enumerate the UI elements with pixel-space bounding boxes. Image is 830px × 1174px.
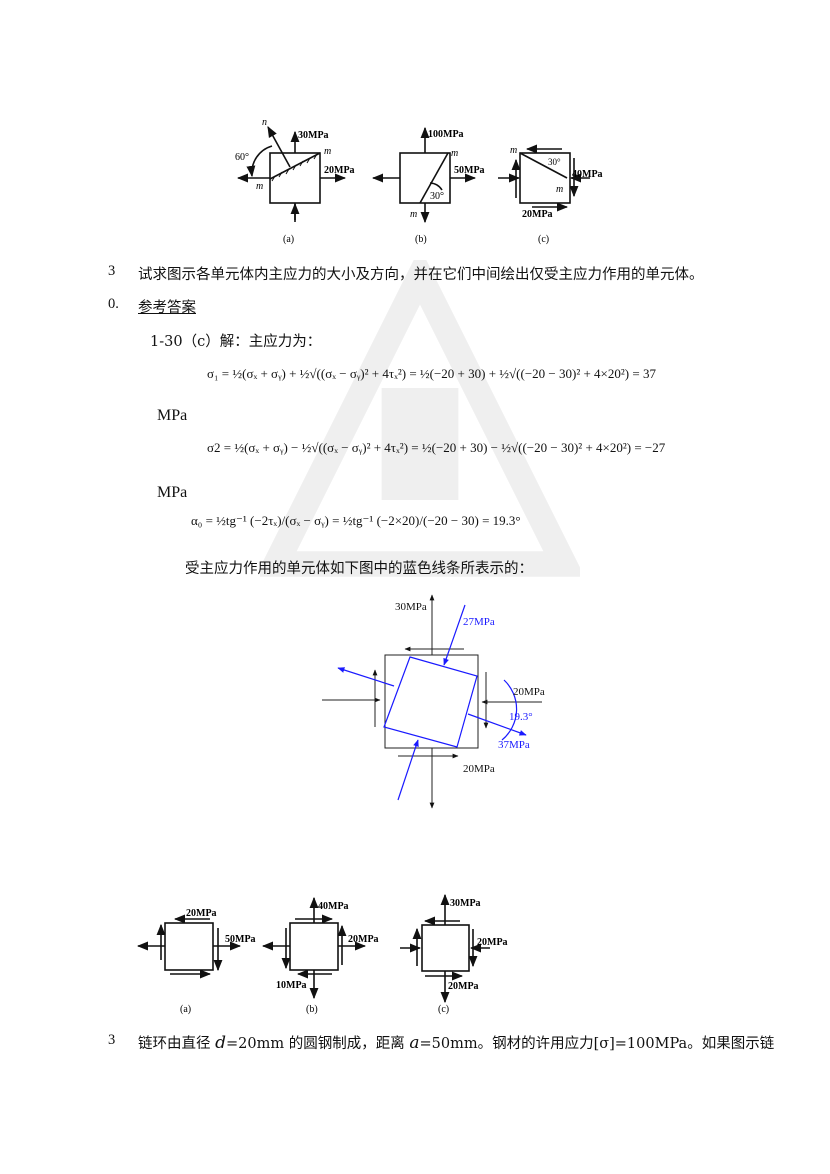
label-b-m1: m	[451, 148, 458, 159]
label-bc-bottom: 20MPa	[448, 981, 479, 992]
label-angle-a: 60°	[235, 152, 249, 163]
problem1-number: 3	[108, 263, 116, 279]
top-figures: n 60° 30MPa 20MPa m m (a) 100MPa 50MPa 3…	[235, 117, 603, 245]
bottom-figure-c	[400, 893, 490, 1004]
label-bb-right: 20MPa	[348, 934, 379, 945]
label-c-right: 40MPa	[572, 169, 603, 180]
answer-intro: 1-30（c）解：主应力为：	[150, 334, 322, 350]
formula-alpha: α₀ = ½tg⁻¹ (−2τₓ)/(σₓ − σᵧ) = ½tg⁻¹ (−2×…	[191, 513, 521, 528]
label-bc-top: 30MPa	[450, 898, 481, 909]
unit-mpa-1: MPa	[157, 407, 188, 424]
answer-number: 0.	[108, 296, 119, 312]
answer-conclusion: 受主应力作用的单元体如下图中的蓝色线条所表示的：	[185, 561, 533, 577]
label-b-m2: m	[410, 209, 417, 220]
bottom-figure-b	[261, 896, 367, 1000]
label-c-bottom: 20MPa	[522, 209, 553, 220]
figure-c-element	[498, 144, 590, 212]
principal-stress-figure: 30MPa 20MPa 20MPa 27MPa 37MPa 19.3°	[322, 594, 545, 809]
watermark-logo	[260, 260, 580, 577]
answer-title: 参考答案	[138, 300, 196, 316]
label-a-right: 20MPa	[324, 165, 355, 176]
label-main-top: 30MPa	[395, 601, 427, 613]
caption-a: (a)	[283, 234, 294, 245]
label-b-right: 50MPa	[454, 165, 485, 176]
label-a-m2: m	[256, 181, 263, 192]
bottom-figures: 20MPa 50MPa (a) 40MPa 20MPa 10MPa (b) 30…	[136, 893, 508, 1015]
label-n: n	[262, 117, 267, 128]
formula-sigma2: σ2 = ½(σₓ + σᵧ) − ½√((σₓ − σᵧ)² + 4τₓ²) …	[207, 440, 666, 455]
bottom-figure-a	[136, 914, 242, 979]
label-bc-right: 20MPa	[477, 937, 508, 948]
label-main-37mpa: 37MPa	[498, 739, 530, 751]
caption-ba: (a)	[180, 1004, 191, 1015]
label-a-top: 30MPa	[298, 130, 329, 141]
problem2-number: 3	[108, 1032, 116, 1048]
unit-mpa-2: MPa	[157, 484, 188, 501]
label-main-27mpa: 27MPa	[463, 616, 495, 628]
formula-sigma1: σ₁ = ½(σₓ + σᵧ) + ½√((σₓ − σᵧ)² + 4τₓ²) …	[207, 366, 656, 381]
original-element	[322, 594, 542, 809]
principal-element	[337, 604, 527, 801]
figure-a-element	[236, 126, 347, 222]
label-c-angle: 30°	[548, 157, 561, 167]
label-main-bottom: 20MPa	[463, 763, 495, 775]
caption-bb: (b)	[306, 1004, 318, 1015]
label-ba-right: 50MPa	[225, 934, 256, 945]
label-a-m1: m	[324, 146, 331, 157]
caption-bc: (c)	[438, 1004, 449, 1015]
figure-b-element	[371, 126, 477, 224]
problem1-text: 试求图示各单元体内主应力的大小及方向，并在它们中间绘出仅受主应力作用的单元体。	[138, 267, 704, 283]
label-c-m1: m	[510, 145, 517, 156]
label-c-m2: m	[556, 184, 563, 195]
label-main-right: 20MPa	[513, 686, 545, 698]
caption-b: (b)	[415, 234, 427, 245]
label-ba-top: 20MPa	[186, 908, 217, 919]
label-main-angle: 19.3°	[509, 711, 533, 723]
label-bb-bottom: 10MPa	[276, 980, 307, 991]
label-b-top: 100MPa	[428, 129, 464, 140]
label-bb-top: 40MPa	[318, 901, 349, 912]
problem2-text: 链环由直径 d=20mm 的圆钢制成，距离 a=50mm。钢材的许用应力[σ]=…	[138, 1033, 775, 1053]
label-b-angle: 30°	[430, 191, 444, 202]
caption-c: (c)	[538, 234, 549, 245]
